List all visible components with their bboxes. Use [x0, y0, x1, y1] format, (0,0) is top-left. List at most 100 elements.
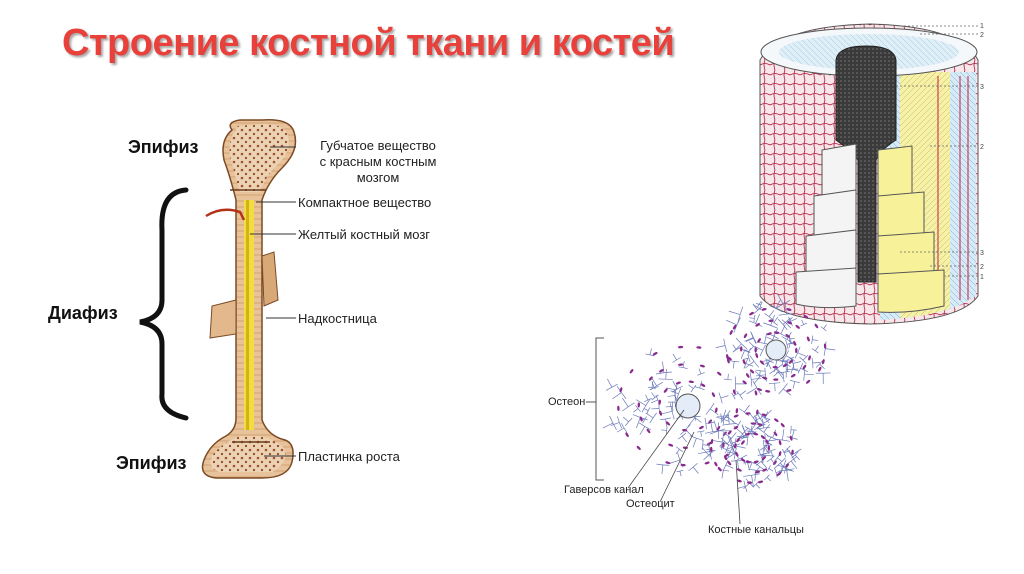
osteocyte-cell [762, 468, 768, 472]
osteocyte-cell [753, 460, 759, 464]
canaliculus [676, 469, 684, 477]
canaliculus [820, 324, 827, 332]
osteocyte-cell [774, 418, 779, 422]
page-title: Строение костной ткани и костей [62, 22, 675, 64]
callout-spongy-line3: мозгом [356, 170, 400, 185]
osteocyte-cell [761, 456, 766, 461]
osteocyte-cell [675, 381, 681, 385]
canaliculus [660, 403, 675, 420]
canaliculus [610, 416, 623, 429]
osteocyte-cell [754, 390, 758, 396]
osteocyte-cell [776, 472, 782, 476]
osteocyte-cell [749, 311, 754, 316]
osteocyte-cell [652, 352, 658, 356]
osteocyte-cell [757, 423, 763, 426]
osteocyte-cell [745, 412, 751, 415]
canaliculus [688, 384, 697, 393]
callout-periosteum: Надкостница [298, 311, 377, 326]
osteocyte-cell [785, 334, 790, 338]
osteocyte-cell [665, 421, 671, 426]
osteocyte-cell [699, 425, 704, 430]
osteocyte-cell [716, 426, 721, 431]
canaliculus [648, 382, 656, 389]
canaliculus [748, 313, 763, 327]
canaliculus [758, 409, 772, 424]
osteocyte-cell [617, 405, 620, 411]
osteocyte-cell [724, 455, 728, 461]
canaliculus [689, 435, 704, 448]
osteocyte-cell [795, 347, 798, 354]
osteocyte-cell [625, 432, 629, 438]
callout-spongy: Губчатое вещество с красным костным мозг… [298, 138, 458, 186]
canaliculus [736, 390, 746, 400]
osteocyte-cell [711, 392, 716, 398]
osteocyte-cell [806, 336, 810, 342]
canaliculus [791, 451, 800, 461]
haversian-canal [675, 393, 701, 419]
canaliculus [759, 443, 770, 455]
canaliculus [745, 332, 757, 344]
osteocyte-cell [746, 373, 750, 378]
canaliculus [656, 463, 670, 475]
label-diaphysis: Диафиз [48, 303, 118, 323]
canaliculus [645, 348, 655, 357]
label-epiphysis-top: Эпифиз [128, 137, 199, 157]
canaliculus [667, 397, 676, 408]
osteocyte-cell [639, 416, 643, 422]
canaliculus [675, 446, 683, 455]
canaliculus [622, 416, 633, 427]
compact-bone-block [759, 23, 979, 325]
osteocyte-cell [741, 440, 745, 445]
canaliculus [762, 359, 771, 367]
osteocyte-cell [727, 430, 732, 435]
canaliculus [734, 376, 746, 392]
callout-osteocyte: Остеоцит [626, 498, 675, 510]
osteocyte-cell [722, 442, 725, 448]
osteocyte-cell [762, 376, 768, 380]
osteocyte-cell [773, 460, 777, 465]
canaliculus [698, 443, 712, 460]
osteocyte-cell [759, 360, 764, 365]
canaliculus [756, 413, 771, 429]
canaliculus [774, 457, 788, 472]
canaliculus [723, 373, 732, 381]
canaliculus [697, 368, 705, 376]
osteocyte-cell [710, 438, 714, 445]
osteocyte-cell [714, 461, 718, 467]
osteocyte-cell [761, 308, 767, 311]
canaliculus [721, 410, 735, 423]
canaliculus [749, 314, 756, 323]
osteocyte-cell [710, 446, 713, 452]
canaliculus [616, 422, 628, 434]
osteocyte-cell [750, 422, 756, 425]
canaliculus [677, 432, 687, 443]
osteocyte-cell [756, 409, 759, 415]
osteocyte-cell [745, 460, 751, 464]
canaliculus [651, 402, 660, 414]
canaliculus [755, 301, 763, 309]
canaliculus [643, 407, 651, 415]
canaliculus [815, 360, 825, 370]
osteocyte-cell [688, 380, 694, 383]
osteocyte-cell [733, 425, 739, 430]
osteocyte-cell [700, 383, 706, 387]
canaliculus [769, 382, 781, 392]
canaliculus [632, 414, 648, 429]
osteocyte-cell [774, 331, 780, 334]
osteocyte-cell [736, 437, 740, 443]
canaliculus [756, 457, 768, 469]
osteocyte-cell [717, 466, 722, 472]
canaliculus [811, 345, 819, 354]
canaliculus [746, 425, 756, 433]
osteon-micrograph [602, 294, 836, 493]
canaliculus [760, 411, 770, 420]
canaliculus [811, 357, 821, 369]
osteocyte-cell [735, 408, 739, 414]
canaliculus [655, 361, 672, 375]
canaliculus [749, 413, 760, 423]
osteocyte-cell [742, 380, 747, 385]
canaliculus [782, 350, 794, 361]
canaliculus [746, 380, 762, 396]
osteocyte-cell [646, 428, 651, 434]
canaliculus [723, 459, 734, 471]
